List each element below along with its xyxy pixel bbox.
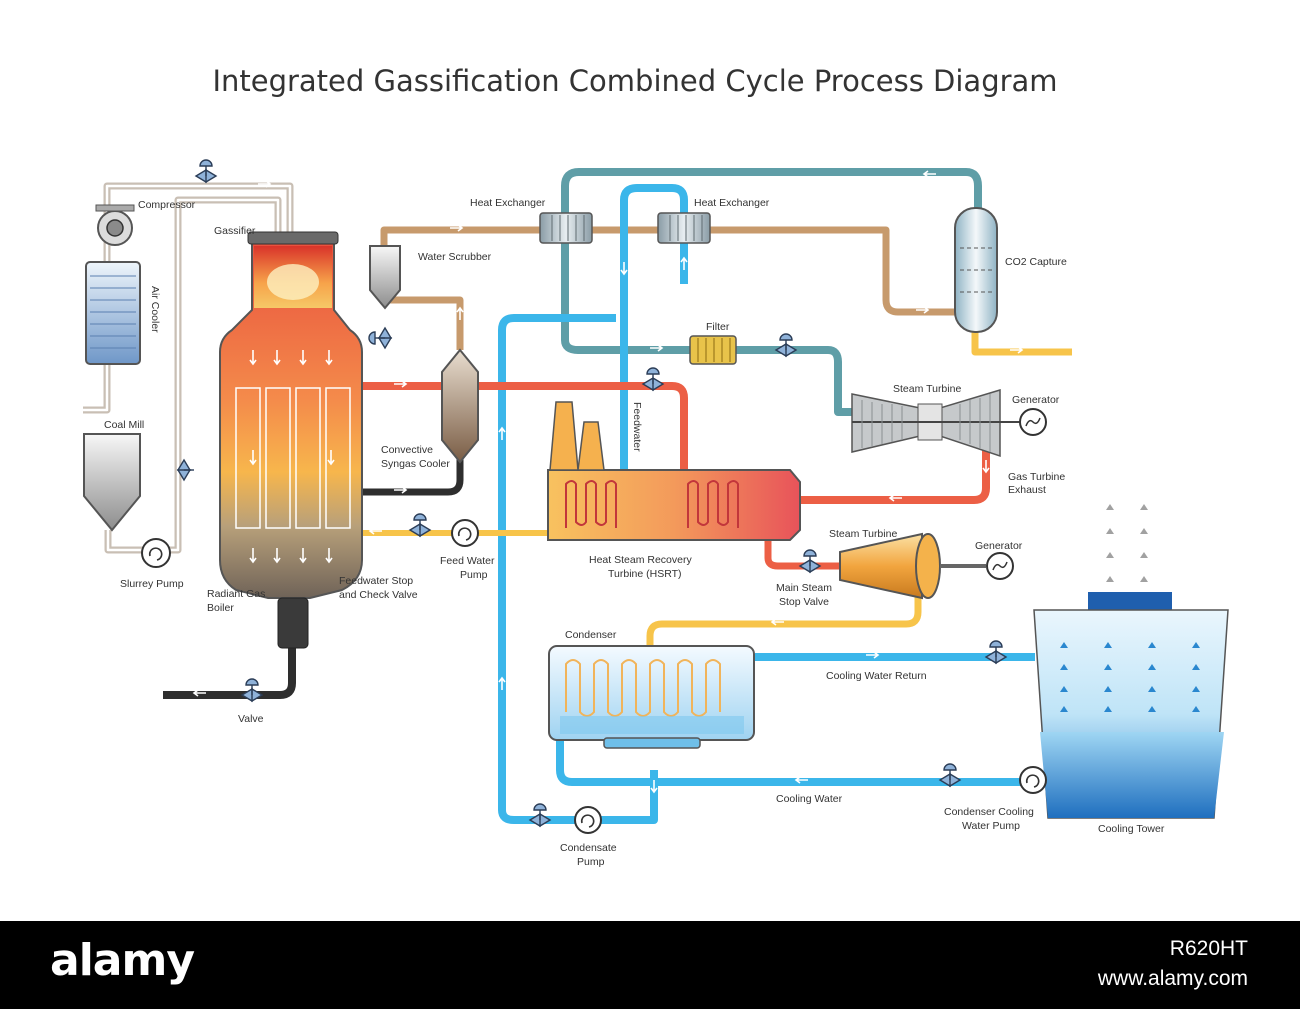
label-cooling-tower: Cooling Tower [1098,823,1165,835]
alamy-logo: alamy [50,935,195,986]
valve-icon [240,678,264,703]
flow-arrows [116,170,1024,794]
label-condenser-cooling-2: Water Pump [962,820,1020,832]
label-filter: Filter [706,321,730,333]
generator-top-icon [1019,408,1047,436]
label-radiant-gas-1: Radiant Gas [207,588,265,600]
label-feedwater-stop-2: and Check Valve [339,589,418,601]
label-heat-exchanger-left: Heat Exchanger [470,197,546,209]
label-condenser-cooling-1: Condenser Cooling [944,806,1034,818]
compressor [95,204,135,246]
valve-icon [798,549,822,574]
co2-out-pipe [971,330,1072,356]
scrubber-to-cooler-pipe [384,296,464,350]
valve-icon [641,367,665,392]
label-generator-top: Generator [1012,394,1060,406]
footer-url: www.alamy.com [1097,967,1248,990]
label-hsrt-2: Turbine (HSRT) [608,568,682,580]
label-feed-water-pump-2: Pump [460,569,488,581]
label-slurrey-pump: Slurrey Pump [120,578,184,590]
label-convective-2: Syngas Cooler [381,458,450,470]
label-generator-bottom: Generator [975,540,1023,552]
valves [176,159,1008,828]
condensate-pump-pipe [498,770,658,824]
label-main-steam-1: Main Steam [776,582,832,594]
turbine-exhaust-pipe [646,590,922,648]
process-diagram: Integrated Gassification Combined Cycle … [83,64,1229,868]
stock-footer: alamy R620HT www.alamy.com [0,921,1300,1009]
label-hsrt-1: Heat Steam Recovery [589,554,692,566]
valve-icon [176,458,194,482]
heat-exchanger-left [539,212,593,244]
main-steam-pipe [764,540,840,570]
teal-loop-pipe [561,168,982,224]
label-valve: Valve [238,713,264,725]
label-air-cooler: Air Cooler [149,286,161,333]
label-condensate-1: Condensate [560,842,617,854]
condensate-pump-icon [574,806,602,834]
co2-capture [954,207,998,333]
valve-icon [938,763,962,788]
coal-mill [83,433,141,532]
valve-icon [528,803,552,828]
slurrey-pump [141,538,171,568]
air-cooler [85,261,141,365]
diagram-title: Integrated Gassification Combined Cycle … [212,64,1057,98]
cooler-return-pipe [362,455,464,496]
steam-turbine-bottom [839,532,986,600]
label-main-steam-2: Stop Valve [779,596,829,608]
gas-turbine-exhaust-pipe [800,440,990,504]
label-gassifier: Gassifier [214,225,256,237]
valve-icon [194,159,218,184]
cooling-tower [1033,504,1229,819]
label-feed-water-pump-1: Feed Water [440,555,495,567]
label-feedwater-stop-1: Feedwater Stop [339,575,413,587]
pumps [451,519,1047,834]
teal-filter-pipe [561,224,860,416]
generator-bottom-icon [986,552,1014,580]
valve-icon [774,333,798,358]
water-scrubber [369,245,401,310]
label-compressor: Compressor [138,199,196,211]
convective-syngas-cooler [441,348,479,464]
label-radiant-gas-2: Boiler [207,602,234,614]
label-feedwater: Feedwater [631,402,643,452]
label-heat-exchanger-right: Heat Exchanger [694,197,770,209]
steam-turbine-top [851,388,1020,458]
image-code: R620HT [1169,937,1248,960]
condenser [548,645,755,749]
heat-exchanger-right [657,212,711,244]
label-convective-1: Convective [381,444,433,456]
condensate-return-pipe [498,314,616,800]
label-water-scrubber: Water Scrubber [418,251,492,263]
label-condenser: Condenser [565,629,617,641]
heat-steam-recovery-turbine [547,401,801,541]
label-co2-capture: CO2 Capture [1005,256,1067,268]
valve-icon [984,640,1008,665]
hot-gas-pipe [358,382,688,470]
label-gas-turbine-1: Gas Turbine [1008,471,1065,483]
feed-water-pump-icon [451,519,479,547]
feedwater-pipe [620,184,688,470]
filter [689,335,737,365]
ash-pipe [163,640,296,699]
label-cooling-water-return: Cooling Water Return [826,670,927,682]
label-coal-mill: Coal Mill [104,419,144,431]
valve-icon [408,513,432,538]
label-steam-turbine-top: Steam Turbine [893,383,961,395]
label-steam-turbine-bottom: Steam Turbine [829,528,897,540]
label-cooling-water: Cooling Water [776,793,843,805]
condenser-cooling-pump-icon [1019,766,1047,794]
labels: Compressor Gassifier Air Cooler Coal Mil… [104,197,1165,868]
label-condensate-2: Pump [577,856,605,868]
gassifier [219,231,363,649]
syngas-pipe [380,226,960,316]
valve-icon [368,326,393,350]
label-gas-turbine-2: Exhaust [1008,484,1046,496]
cooling-water-pipe [556,740,1045,786]
